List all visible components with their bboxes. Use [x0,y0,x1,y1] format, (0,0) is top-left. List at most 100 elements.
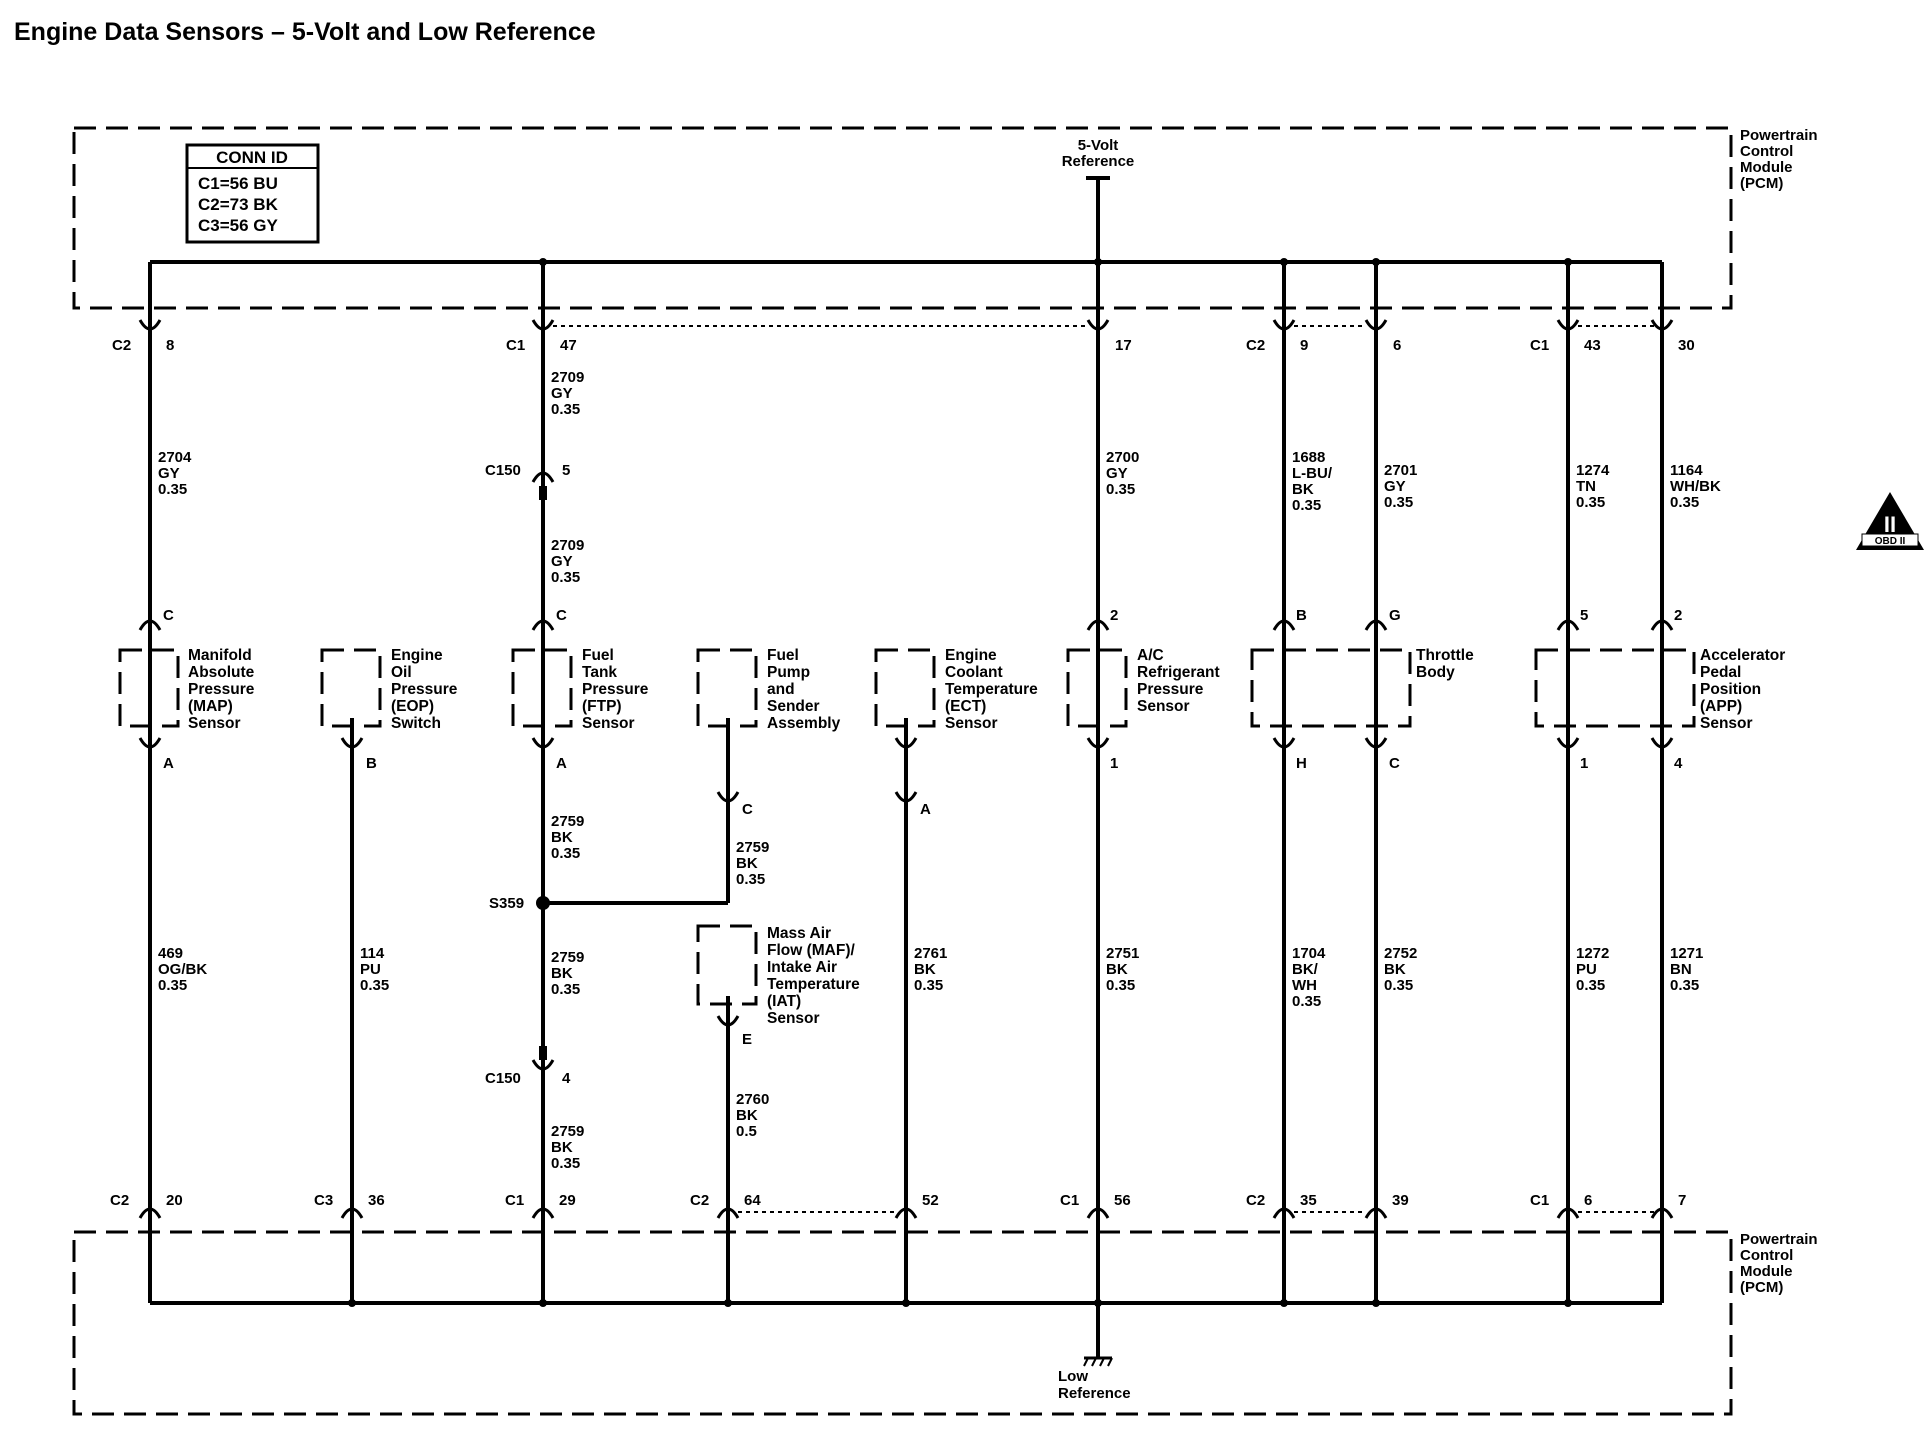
device-ftp-label: Fuel Tank Pressure (FTP) Sensor [582,647,649,732]
svg-text:PU: PU [360,961,381,978]
svg-text:29: 29 [559,1192,576,1209]
svg-text:0.35: 0.35 [1670,977,1699,994]
svg-text:Reference: Reference [1058,1385,1131,1402]
svg-text:56: 56 [1114,1192,1131,1209]
svg-text:C1: C1 [505,1192,524,1209]
svg-text:S359: S359 [489,895,524,912]
svg-text:1272: 1272 [1576,945,1609,962]
svg-text:B: B [1296,607,1307,624]
svg-text:0.35: 0.35 [158,977,187,994]
svg-text:(ECT): (ECT) [945,698,986,715]
svg-text:5: 5 [562,462,570,479]
svg-text:20: 20 [166,1192,183,1209]
device-eop-label: Engine Oil Pressure (EOP) Switch [391,647,458,732]
svg-text:C2: C2 [112,337,131,354]
svg-text:C2: C2 [110,1192,129,1209]
svg-text:0.35: 0.35 [551,569,580,586]
inline-connector-c150-5: C150 5 [485,462,570,479]
svg-text:0.35: 0.35 [914,977,943,994]
svg-text:A: A [556,755,567,772]
svg-text:1271: 1271 [1670,945,1703,962]
svg-text:II: II [1884,512,1896,537]
svg-text:Sensor: Sensor [1700,715,1753,732]
wire-label-114: 114 PU 0.35 [360,945,389,994]
wire-label-2759-b: 2759 BK 0.35 [736,839,769,888]
svg-text:C2: C2 [1246,337,1265,354]
wire-label-1704: 1704 BK/ WH 0.35 [1292,945,1326,1010]
svg-text:and: and [767,681,795,698]
svg-text:2: 2 [1674,607,1682,624]
svg-text:Accelerator: Accelerator [1700,647,1785,664]
svg-text:2759: 2759 [736,839,769,856]
svg-text:2700: 2700 [1106,449,1139,466]
svg-text:1688: 1688 [1292,449,1325,466]
conn-id-box: CONN ID C1=56 BU C2=73 BK C3=56 GY [185,143,320,244]
svg-text:Module: Module [1740,1263,1793,1280]
svg-text:2760: 2760 [736,1091,769,1108]
inline-connector-bodies [539,486,547,1060]
svg-text:Engine: Engine [945,647,997,664]
wire-label-2704: 2704 GY 0.35 [158,449,192,498]
svg-text:Intake Air: Intake Air [767,959,837,976]
svg-text:0.35: 0.35 [1292,993,1321,1010]
svg-text:BK: BK [551,1139,573,1156]
wire-label-2759-d: 2759 BK 0.35 [551,1123,584,1172]
svg-text:Fuel: Fuel [767,647,799,664]
svg-text:1704: 1704 [1292,945,1326,962]
svg-text:A/C: A/C [1137,647,1164,664]
svg-text:39: 39 [1392,1192,1409,1209]
svg-text:Control: Control [1740,143,1793,160]
svg-text:C: C [1389,755,1400,772]
svg-text:2709: 2709 [551,369,584,386]
wire-label-2709-upper: 2709 GY 0.35 [551,369,584,418]
svg-text:0.35: 0.35 [1576,494,1605,511]
device-maf-label: Mass Air Flow (MAF)/ Intake Air Temperat… [767,925,860,1027]
svg-text:0.35: 0.35 [1670,494,1699,511]
svg-text:C2: C2 [690,1192,709,1209]
wire-label-2700: 2700 GY 0.35 [1106,449,1139,498]
svg-text:H: H [1296,755,1307,772]
svg-text:Module: Module [1740,159,1793,176]
svg-text:C150: C150 [485,462,521,479]
svg-text:Oil: Oil [391,664,412,681]
svg-text:BK: BK [914,961,936,978]
svg-text:OBD II: OBD II [1875,536,1906,547]
svg-text:WH: WH [1292,977,1317,994]
svg-text:17: 17 [1115,337,1132,354]
svg-text:0.35: 0.35 [1106,481,1135,498]
wire-label-1272: 1272 PU 0.35 [1576,945,1609,994]
svg-text:Pressure: Pressure [1137,681,1204,698]
svg-text:1: 1 [1110,755,1118,772]
wire-label-1271: 1271 BN 0.35 [1670,945,1703,994]
svg-text:Sensor: Sensor [767,1010,820,1027]
svg-text:0.35: 0.35 [551,845,580,862]
svg-text:PU: PU [1576,961,1597,978]
svg-text:43: 43 [1584,337,1601,354]
svg-text:0.35: 0.35 [1106,977,1135,994]
svg-text:Pedal: Pedal [1700,664,1741,681]
svg-text:BK: BK [551,829,573,846]
inline-connector-c150-4: C150 4 [485,1070,571,1087]
svg-text:(EOP): (EOP) [391,698,434,715]
svg-text:Sensor: Sensor [188,715,241,732]
svg-text:Pump: Pump [767,664,810,681]
svg-text:BK: BK [551,965,573,982]
wire-label-2752: 2752 BK 0.35 [1384,945,1417,994]
five-volt-reference: 5-Volt Reference [1062,137,1134,262]
svg-text:Sensor: Sensor [582,715,635,732]
svg-text:47: 47 [560,337,577,354]
svg-text:2759: 2759 [551,813,584,830]
svg-text:C150: C150 [485,1070,521,1087]
svg-text:Control: Control [1740,1247,1793,1264]
obd-ii-icon: II OBD II [1856,492,1924,550]
device-throttle-label: Throttle Body [1416,647,1474,681]
svg-text:2759: 2759 [551,1123,584,1140]
svg-text:0.35: 0.35 [736,871,765,888]
svg-text:469: 469 [158,945,183,962]
svg-text:GY: GY [551,385,573,402]
svg-text:WH/BK: WH/BK [1670,478,1721,495]
wire-label-1164: 1164 WH/BK 0.35 [1670,462,1721,511]
wire-label-2760: 2760 BK 0.5 [736,1091,769,1140]
svg-text:Sender: Sender [767,698,820,715]
svg-text:Switch: Switch [391,715,441,732]
